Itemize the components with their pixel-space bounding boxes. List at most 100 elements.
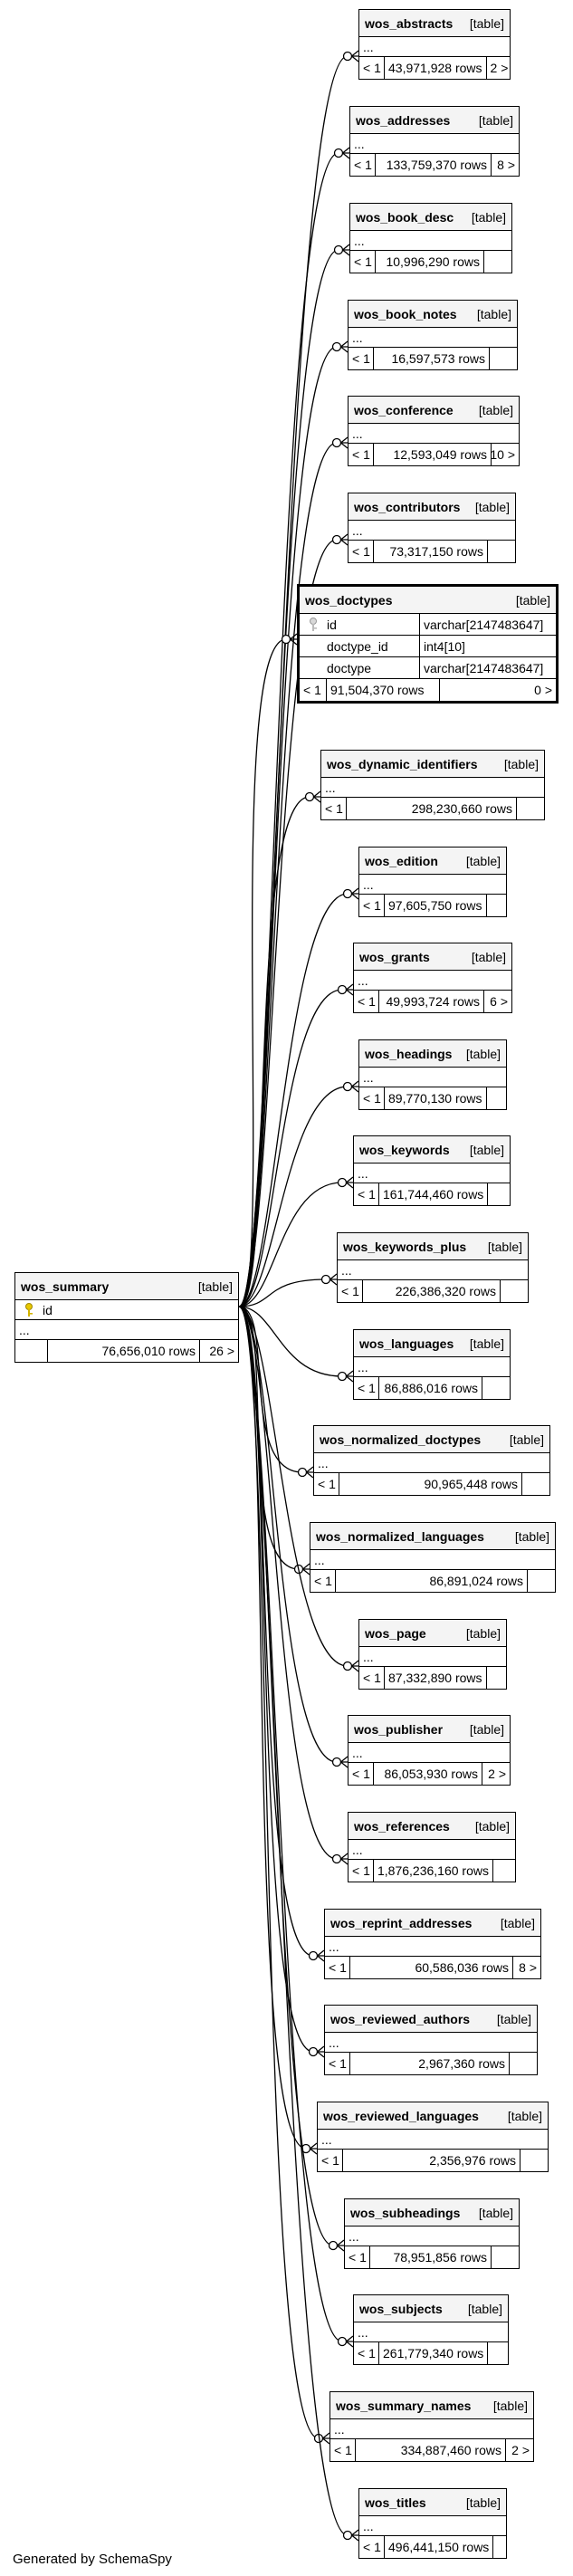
optional-marker	[337, 1371, 348, 1382]
table-name: wos_headings	[365, 1046, 453, 1061]
table-type: [table]	[465, 1046, 501, 1061]
crows-foot-marker	[337, 2239, 345, 2252]
table-name: wos_book_notes	[354, 306, 457, 321]
parents-count: < 1	[350, 251, 376, 273]
row-count: 133,759,370 rows	[376, 154, 492, 176]
table-stats: 76,656,010 rows 26 >	[15, 1340, 238, 1362]
relationship-line	[238, 796, 310, 1307]
children-count: 2 >	[490, 61, 509, 75]
table-wos-doctypes[interactable]: wos_doctypes [table] id varchar[21474836…	[297, 584, 559, 704]
table-name: wos_reprint_addresses	[330, 1915, 473, 1930]
crows-foot-marker	[313, 790, 321, 803]
children-count: 8 >	[519, 1960, 537, 1975]
row-count: 87,332,890 rows	[385, 1667, 487, 1689]
optional-marker	[308, 1950, 319, 1961]
table-header: wos_normalized_doctypes[table]	[314, 1426, 549, 1453]
relationship-line	[238, 1278, 327, 1307]
table-type: [table]	[465, 1625, 501, 1641]
row-count: 43,971,928 rows	[385, 57, 487, 79]
row-count: 10,996,290 rows	[376, 251, 484, 273]
children-count	[482, 1377, 510, 1399]
parents-count	[15, 1340, 48, 1362]
optional-marker	[331, 341, 342, 352]
crows-foot-marker	[351, 50, 359, 62]
row-count: 334,887,460 rows	[356, 2439, 506, 2461]
optional-marker	[342, 1661, 353, 1671]
more-columns: ...	[345, 2226, 519, 2246]
children-count	[487, 1667, 506, 1689]
relationship-line	[238, 638, 287, 1307]
table-name: wos_page	[365, 1625, 426, 1641]
column-type: varchar[2147483647]	[424, 660, 544, 675]
table-wos-summary[interactable]: wos_summary [table] id ... 76,656,010 ro…	[14, 1272, 239, 1363]
table-header: wos_conference[table]	[349, 397, 519, 424]
relationship-line	[238, 893, 349, 1307]
children-count: 6 >	[490, 994, 508, 1009]
table-name: wos_addresses	[356, 112, 451, 128]
crows-foot-marker	[340, 1853, 349, 1865]
row-count: 86,053,930 rows	[374, 1763, 482, 1785]
table-type: [table]	[469, 1721, 504, 1737]
row-count: 97,605,750 rows	[385, 895, 487, 916]
table-type: [table]	[469, 1142, 504, 1157]
parents-count: < 1	[359, 1087, 385, 1109]
parents-count: < 1	[359, 57, 385, 79]
more-columns: ...	[349, 1840, 515, 1860]
row-count: 89,770,130 rows	[385, 1087, 487, 1109]
optional-marker	[333, 244, 344, 255]
table-name: wos_references	[354, 1818, 450, 1834]
children-count	[517, 798, 544, 819]
relationship-line	[238, 1306, 343, 1377]
more-columns: ...	[354, 971, 511, 991]
more-columns: ...	[359, 875, 506, 895]
table-header: wos_dynamic_identifiers[table]	[321, 751, 544, 778]
table-type: [table]	[500, 1915, 535, 1930]
table-name: wos_summary_names	[336, 2398, 472, 2413]
crows-foot-marker	[306, 1466, 314, 1479]
more-columns: ...	[325, 2033, 537, 2053]
row-count: 86,886,016 rows	[379, 1377, 482, 1399]
children-count	[488, 2342, 508, 2364]
table-header: wos_doctypes [table]	[300, 587, 556, 614]
table-name: wos_grants	[359, 949, 430, 964]
more-columns: ...	[354, 1164, 510, 1183]
parents-count: < 1	[349, 1763, 374, 1785]
primary-key-icon	[310, 618, 317, 631]
parents-count: < 1	[330, 2439, 356, 2461]
more-columns: ...	[15, 1320, 238, 1340]
parents-count: < 1	[345, 2246, 370, 2268]
crows-foot-marker	[322, 2432, 330, 2445]
more-columns: ...	[330, 2419, 533, 2439]
